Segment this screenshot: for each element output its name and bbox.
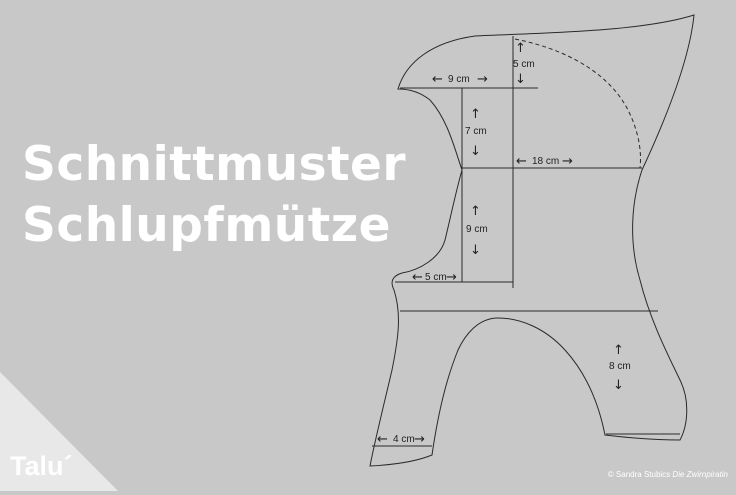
arrow-up-icon: ↑: [515, 41, 526, 56]
label-width-leg: 4 cm: [393, 434, 415, 445]
arrow-up-icon: ↑: [470, 107, 481, 122]
pattern-outline: [369, 14, 695, 467]
arrow-left-icon: ←: [377, 432, 388, 447]
arrow-down-icon: ↓: [515, 72, 526, 87]
arrow-left-icon: ←: [432, 72, 443, 87]
brand-name: Talu: [10, 451, 64, 481]
corner-triangle: [0, 372, 118, 491]
label-width-lower: 5 cm: [425, 272, 447, 283]
label-height-upper: 7 cm: [465, 126, 487, 137]
label-height-middle: 9 cm: [466, 224, 488, 235]
arrow-left-icon: ←: [516, 154, 527, 169]
arrow-up-icon: ↑: [613, 343, 624, 358]
arrow-right-icon: →: [414, 432, 425, 447]
copyright-notice: © Sandra Stubics Die Zwirnpiratin: [608, 470, 728, 479]
arrow-down-icon: ↓: [470, 243, 481, 258]
arrow-right-icon: →: [477, 72, 488, 87]
label-width-top: 9 cm: [448, 74, 470, 85]
label-height-top: 5 cm: [513, 59, 535, 70]
brand-accent: ´: [63, 451, 73, 481]
page-title-line2: Schlupfmütze: [22, 198, 391, 253]
label-height-leg: 8 cm: [609, 361, 631, 372]
arrow-up-icon: ↑: [470, 204, 481, 219]
dashed-curve: [514, 38, 641, 169]
page-title-line1: Schnittmuster: [22, 137, 407, 192]
arrow-right-icon: →: [562, 154, 573, 169]
arrow-down-icon: ↓: [470, 144, 481, 159]
arrow-right-icon: →: [446, 270, 457, 285]
arrow-down-icon: ↓: [613, 378, 624, 393]
arrow-left-icon: ←: [412, 270, 423, 285]
label-width-middle: 18 cm: [532, 156, 559, 167]
copyright-author: Die Zwirnpiratin: [672, 470, 728, 479]
copyright-prefix: © Sandra Stubics: [607, 470, 671, 479]
brand-logo: Talu´: [10, 451, 73, 482]
